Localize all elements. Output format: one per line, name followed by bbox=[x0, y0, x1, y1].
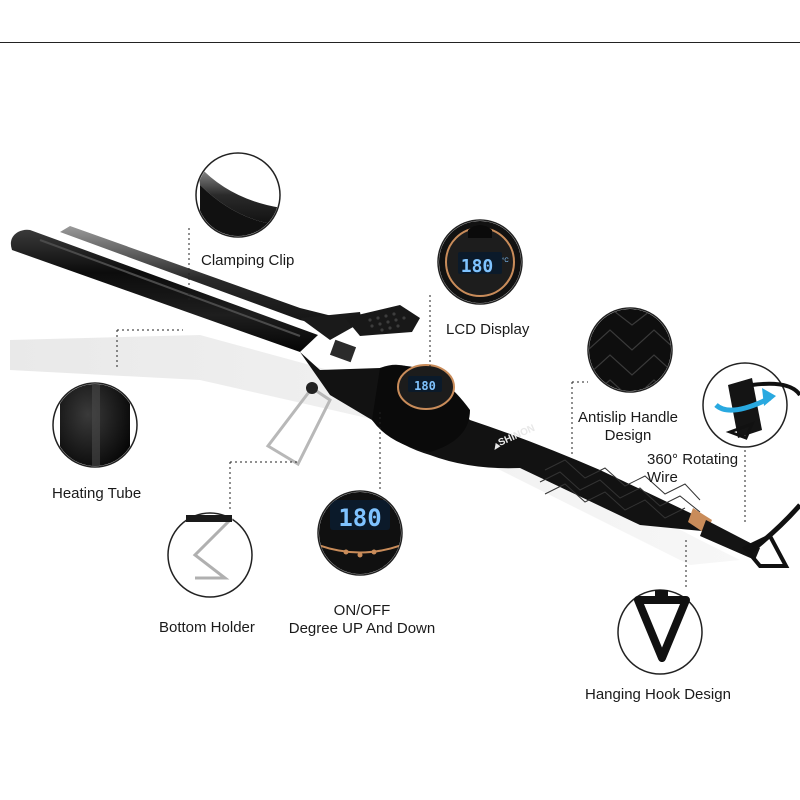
label-rotating-line2: Wire bbox=[647, 469, 678, 486]
label-heating-tube: Heating Tube bbox=[52, 485, 142, 502]
antislip-handle-detail bbox=[587, 307, 673, 393]
label-onoff: ON/OFF Degree UP And Down bbox=[282, 602, 442, 638]
lcd-display-detail bbox=[437, 219, 523, 305]
label-rotating-line1: 360° Rotating bbox=[647, 451, 739, 468]
floor-reflection bbox=[10, 335, 740, 565]
label-antislip-line2: Design bbox=[604, 427, 652, 444]
body-lcd-digits: 180 bbox=[414, 379, 436, 393]
onoff-detail-digits: 180 bbox=[338, 504, 381, 532]
bottom-holder-stand bbox=[265, 385, 332, 467]
lcd-detail-digits: 180 bbox=[461, 256, 494, 277]
body-lcd bbox=[397, 364, 455, 410]
label-antislip-handle: Antislip Handle Design bbox=[576, 409, 680, 445]
label-hanging-hook: Hanging Hook Design bbox=[585, 686, 731, 703]
label-bottom-holder: Bottom Holder bbox=[159, 619, 255, 636]
bottom-holder-detail bbox=[167, 512, 253, 598]
onoff-detail bbox=[317, 490, 403, 576]
clamping-clip-detail bbox=[195, 152, 281, 238]
hanging-hook-detail bbox=[617, 589, 703, 675]
label-antislip-line1: Antislip Handle bbox=[577, 409, 679, 426]
heating-tube-detail bbox=[52, 382, 138, 468]
clamping-clip bbox=[60, 226, 420, 363]
lcd-detail-unit: °C bbox=[502, 258, 509, 264]
label-rotating-wire: 360° Rotating Wire bbox=[647, 451, 738, 487]
hanging-loop bbox=[741, 533, 790, 568]
label-onoff-line1: ON/OFF bbox=[333, 602, 391, 619]
holder-pivot bbox=[306, 382, 318, 394]
top-divider bbox=[0, 42, 800, 43]
heating-tube bbox=[10, 229, 318, 352]
power-cord bbox=[748, 503, 800, 554]
label-clamping-clip: Clamping Clip bbox=[201, 252, 295, 269]
leader-lines bbox=[116, 228, 746, 588]
brand-logo-icon bbox=[494, 442, 501, 450]
label-lcd-display: LCD Display bbox=[446, 321, 530, 338]
rotation-arrow-icon bbox=[714, 388, 776, 413]
label-onoff-line2: Degree UP And Down bbox=[288, 620, 436, 637]
